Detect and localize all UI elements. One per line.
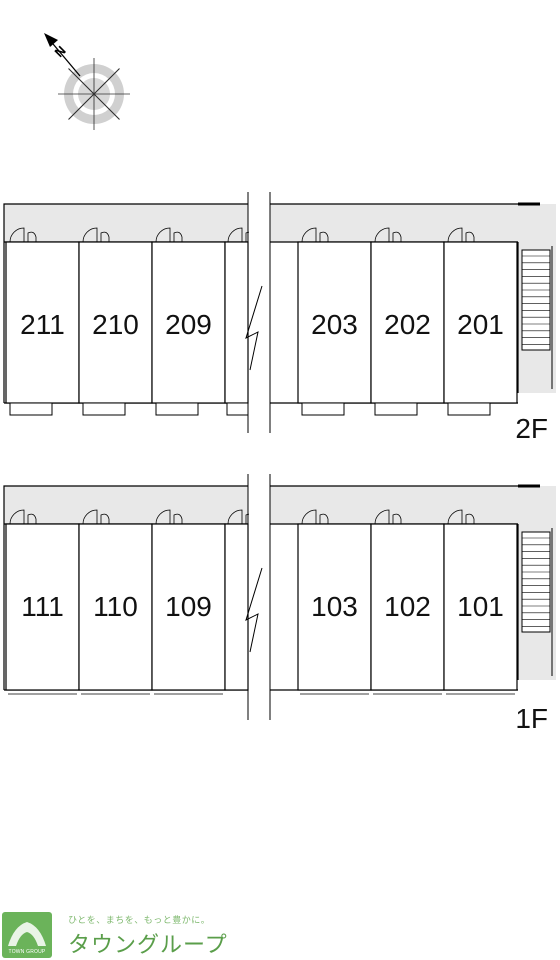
meter-box-icon (319, 231, 329, 242)
unit-room-partial (224, 241, 249, 404)
door-swing-icon (301, 227, 317, 243)
unit-room-partial (224, 523, 249, 691)
corridor (4, 204, 248, 242)
unit-number-label: 102 (384, 591, 431, 622)
door-swing-icon (374, 509, 390, 525)
outer-wall (3, 485, 248, 690)
door-swing-icon (9, 227, 25, 243)
meter-box-icon (392, 513, 402, 524)
door-swing-icon (447, 227, 463, 243)
balcony (82, 402, 126, 416)
logo-slogan: ひとを、まちを、もっと豊かに。 (68, 915, 211, 925)
unit-room (370, 523, 445, 691)
balcony (226, 402, 249, 416)
unit-number-label: 110 (93, 591, 138, 622)
floor-1F: 111 110 109 103 102 101 1F (3, 474, 556, 734)
unit-room (78, 241, 153, 404)
unit-room (297, 523, 372, 691)
unit-room (5, 523, 80, 691)
door-swing-icon (301, 509, 317, 525)
unit-number-label: 203 (311, 309, 358, 340)
door-swing-icon (155, 509, 171, 525)
balcony (155, 402, 199, 416)
unit-room (151, 523, 226, 691)
door-swing-icon (82, 227, 98, 243)
corridor (270, 486, 520, 524)
unit-room (297, 241, 372, 404)
meter-box-icon (173, 513, 183, 524)
floor-label: 1F (515, 703, 548, 734)
balcony (301, 402, 345, 416)
break-zigzag (245, 285, 263, 371)
compass-icon: N (44, 33, 130, 130)
logo-name: タウングループ (68, 932, 228, 957)
unit-room (443, 241, 518, 404)
door-swing-icon (227, 509, 243, 525)
meter-box-icon (100, 513, 110, 524)
unit-number-label: 210 (92, 309, 139, 340)
break-zigzag (245, 567, 263, 653)
balcony (374, 402, 418, 416)
unit-room (370, 241, 445, 404)
unit-number-label: 202 (384, 309, 431, 340)
unit-number-label: 109 (165, 591, 212, 622)
door-swing-icon (9, 509, 25, 525)
unit-number-label: 209 (165, 309, 212, 340)
logo-mark-text: TOWN GROUP (8, 949, 46, 955)
door-swing-icon (82, 509, 98, 525)
meter-box-icon (27, 513, 37, 524)
meter-box-icon (465, 231, 475, 242)
door-swing-icon (227, 227, 243, 243)
unit-number-label: 103 (311, 591, 358, 622)
logo-mark-icon (2, 912, 52, 958)
unit-number-label: 201 (457, 309, 504, 340)
unit-number-label: 111 (21, 591, 64, 622)
floor-2F: 211 210 209 203 202 201 2F (3, 192, 556, 444)
stair-icon (521, 531, 551, 633)
corridor (4, 486, 248, 524)
meter-box-icon (465, 513, 475, 524)
break-gap (249, 474, 269, 720)
break-gap (249, 192, 269, 433)
meter-box-icon (27, 231, 37, 242)
compass-north-arrowhead (44, 33, 58, 47)
corridor (270, 204, 520, 242)
meter-box-icon (319, 513, 329, 524)
floor-label: 2F (515, 413, 548, 444)
unit-room (443, 523, 518, 691)
compass-north-line (47, 37, 81, 77)
door-swing-icon (447, 509, 463, 525)
door-swing-icon (374, 227, 390, 243)
company-logo: TOWN GROUP ひとを、まちを、もっと豊かに。 タウングループ (0, 908, 560, 960)
outer-wall (3, 203, 248, 403)
unit-number-label: 211 (20, 309, 65, 340)
meter-box-icon (173, 231, 183, 242)
door-swing-icon (155, 227, 171, 243)
unit-room (151, 241, 226, 404)
unit-room (78, 523, 153, 691)
stair-icon (521, 249, 551, 351)
meter-box-icon (100, 231, 110, 242)
balcony (9, 402, 53, 416)
unit-number-label: 101 (457, 591, 504, 622)
balcony (447, 402, 491, 416)
meter-box-icon (392, 231, 402, 242)
